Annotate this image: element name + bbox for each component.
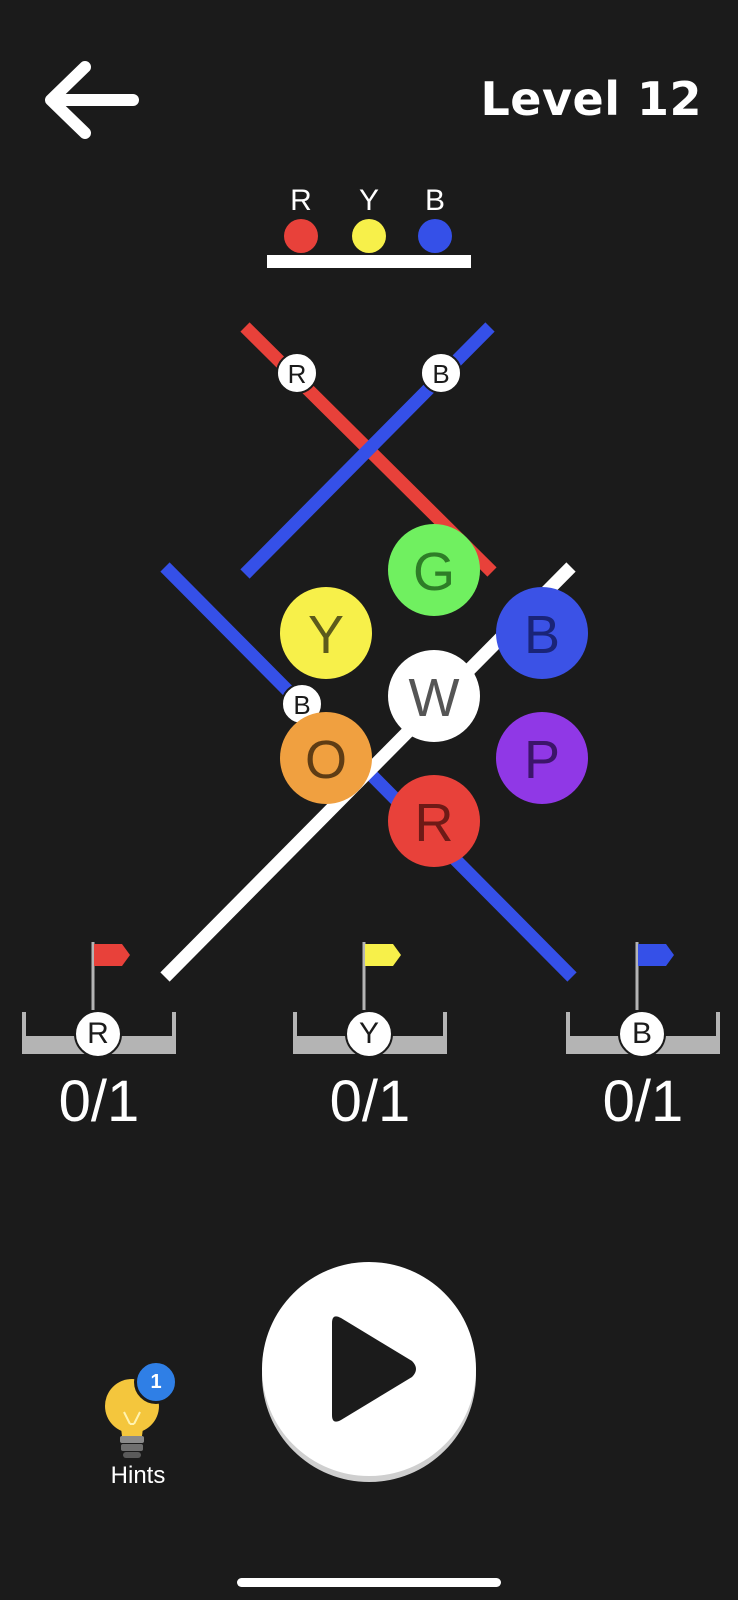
pin-label: B [293, 690, 310, 720]
ball-red[interactable]: R [388, 775, 480, 867]
hints-label: Hints [110, 1462, 166, 1489]
goal-count: 0/1 [329, 1069, 411, 1134]
flag-icon [362, 942, 401, 1010]
ball-label: W [409, 668, 460, 728]
stick-red[interactable] [240, 322, 497, 577]
queue-label: R [290, 184, 312, 217]
pin-label: B [432, 359, 449, 389]
stick-blue-lower[interactable] [160, 562, 577, 982]
pin-label: R [288, 359, 307, 389]
queue-shelf [267, 255, 471, 268]
play-button[interactable] [262, 1262, 476, 1476]
ball-green[interactable]: G [388, 524, 480, 616]
pin-blue-upper[interactable]: B [420, 352, 462, 394]
queue-ball-red [284, 219, 318, 253]
ball-label: R [415, 793, 454, 853]
ball-purple[interactable]: P [496, 712, 588, 804]
goal-badge: R [74, 1010, 122, 1058]
queue-item-red: R [281, 185, 321, 253]
back-button[interactable] [36, 50, 146, 150]
queue-item-yellow: Y [349, 185, 389, 253]
goal-count: 0/1 [602, 1069, 684, 1134]
level-title: Level 12 [480, 72, 702, 126]
flag-icon [91, 942, 130, 1010]
goal-badge: B [618, 1010, 666, 1058]
stick-blue-upper[interactable] [240, 322, 495, 579]
ball-white[interactable]: W [388, 650, 480, 742]
pin-red[interactable]: R [276, 352, 318, 394]
ball-label: B [524, 605, 560, 665]
queue-label: Y [358, 184, 379, 217]
goal-slot-yellow: Y 0/1 [293, 940, 453, 1140]
queue-label: B [424, 184, 445, 217]
pin-blue-lower[interactable]: B [281, 683, 323, 725]
arrow-left-icon [45, 61, 139, 139]
queue-ball-yellow [352, 219, 386, 253]
queue-ball-blue [418, 219, 452, 253]
goal-slot-red: R 0/1 [22, 940, 182, 1140]
goal-slot-blue: B 0/1 [566, 940, 726, 1140]
ball-label: Y [308, 605, 344, 665]
ball-label: P [524, 730, 560, 790]
color-queue: R Y B [267, 185, 471, 270]
play-icon [332, 1316, 416, 1422]
ball-yellow[interactable]: Y [280, 587, 372, 679]
goal-badge: Y [345, 1010, 393, 1058]
ball-label: O [305, 730, 347, 790]
home-indicator [237, 1578, 501, 1587]
queue-item-blue: B [415, 185, 455, 253]
ball-label: G [413, 542, 455, 602]
hints-button[interactable]: 1 Hints [96, 1360, 178, 1490]
hints-count-badge: 1 [134, 1360, 178, 1404]
ball-blue[interactable]: B [496, 587, 588, 679]
flag-icon [635, 942, 674, 1010]
goal-count: 0/1 [58, 1069, 140, 1134]
ball-orange[interactable]: O [280, 712, 372, 804]
stick-white[interactable] [160, 562, 576, 982]
